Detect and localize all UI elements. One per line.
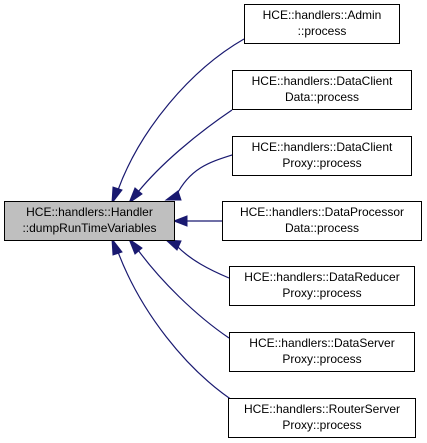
edge-admin [117,38,245,191]
caller-node-box [228,398,416,438]
focus-node-line2: ::dumpRunTimeVariables [22,221,156,235]
focus-node-line1: HCE::handlers::Handler [26,205,153,219]
caller-node-box [244,4,400,44]
caller-node-line2: Data::process [285,90,359,104]
caller-node-line1: HCE::handlers::Admin [263,8,382,22]
call-edges [111,38,245,405]
caller-node-line2: Proxy::process [282,352,361,366]
caller-node-line1: HCE::handlers::DataClient [252,74,393,88]
edge-dataclient-data-arrowhead [127,187,143,205]
caller-node-line2: Proxy::process [282,286,361,300]
caller-node-box [232,136,412,176]
caller-node-box [222,201,422,241]
edge-dataserver-arrowhead [127,237,143,255]
caller-node-dataclient-data-process[interactable]: HCE::handlers::DataClient Data::process [232,70,412,110]
edge-routerserver-arrowhead [111,237,123,256]
focus-node-handler-dumpruntimevariables[interactable]: HCE::handlers::Handler ::dumpRunTimeVari… [4,201,175,241]
caller-node-line1: HCE::handlers::RouterServer [244,402,400,416]
edge-routerserver [117,251,239,405]
caller-nodes: HCE::handlers::Admin ::process HCE::hand… [222,4,422,438]
caller-node-line1: HCE::handlers::DataProcessor [240,205,404,219]
edge-dataclient-proxy-arrowhead [164,190,182,201]
edge-dataprocessor-arrowhead [172,215,188,227]
caller-node-dataprocessor-data-process[interactable]: HCE::handlers::DataProcessor Data::proce… [222,201,422,241]
caller-node-line2: Proxy::process [282,156,361,170]
caller-node-box [229,332,415,372]
caller-node-line2: Proxy::process [282,418,361,432]
caller-node-box [229,266,415,306]
edge-admin-arrowhead [111,186,123,205]
caller-node-line1: HCE::handlers::DataServer [249,336,394,350]
edge-dataserver [137,249,230,339]
caller-node-box [232,70,412,110]
caller-node-datareducer-proxy-process[interactable]: HCE::handlers::DataReducer Proxy::proces… [229,266,415,306]
focus-node-box [4,201,175,241]
caller-node-line2: ::process [298,24,347,38]
caller-node-routerserver-proxy-process[interactable]: HCE::handlers::RouterServer Proxy::proce… [228,398,416,438]
edge-datareducer [175,244,230,279]
caller-node-admin-process[interactable]: HCE::handlers::Admin ::process [244,4,400,44]
caller-node-line1: HCE::handlers::DataReducer [244,270,399,284]
edge-dataclient-proxy [175,154,233,197]
caller-node-line2: Data::process [285,221,359,235]
caller-node-line1: HCE::handlers::DataClient [252,140,393,154]
edge-dataclient-data [137,109,233,193]
caller-node-dataserver-proxy-process[interactable]: HCE::handlers::DataServer Proxy::process [229,332,415,372]
caller-node-dataclient-proxy-process[interactable]: HCE::handlers::DataClient Proxy::process [232,136,412,176]
